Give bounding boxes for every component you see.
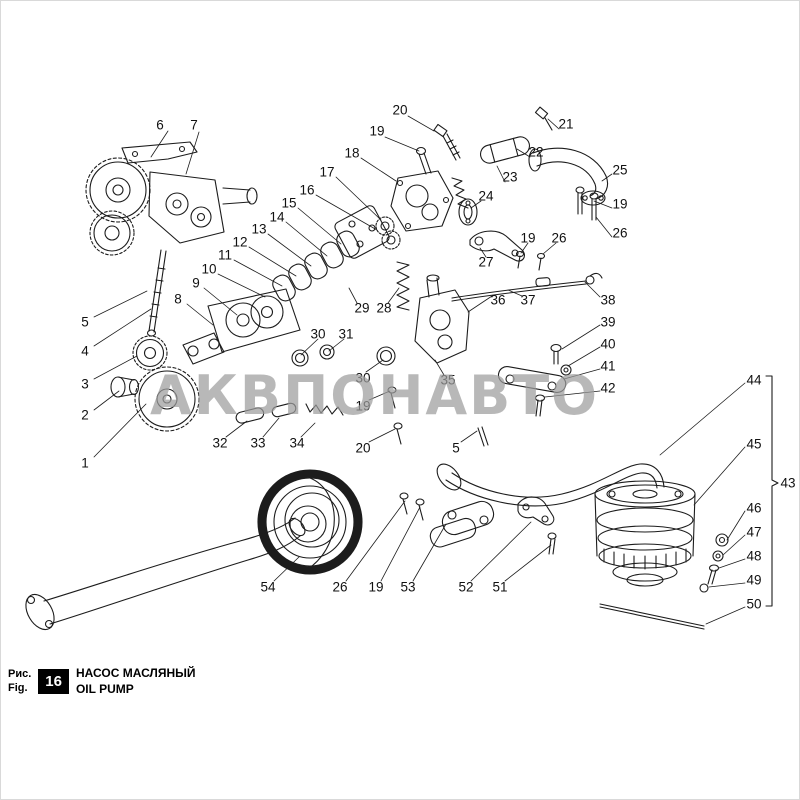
figure-title-ru: НАСОС МАСЛЯНЫЙ — [75, 666, 196, 680]
callout-2: 2 — [81, 407, 89, 423]
bracket-43-drawing — [765, 375, 779, 607]
figure-title-en: OIL PUMP — [75, 681, 134, 696]
figure-number-badge: 16 — [38, 669, 69, 695]
figure-label-ru: Рис. — [8, 667, 32, 680]
callout-45: 45 — [746, 436, 762, 452]
callout-11: 11 — [217, 247, 233, 263]
callout-6: 6 — [156, 117, 164, 133]
callout-3: 3 — [81, 376, 89, 392]
callout-37: 37 — [520, 292, 536, 308]
callout-1: 1 — [81, 455, 89, 471]
callout-19: 19 — [612, 196, 628, 212]
pickup-pipe-drawing — [25, 469, 363, 631]
callout-41: 41 — [600, 358, 616, 374]
suction-tube-drawing — [399, 463, 665, 555]
callout-53: 53 — [400, 579, 416, 595]
callout-49: 49 — [746, 572, 762, 588]
callout-21: 21 — [558, 116, 574, 132]
callout-33: 33 — [250, 435, 266, 451]
strainer-assembly-drawing — [594, 480, 729, 630]
callout-26: 26 — [332, 579, 348, 595]
callout-5: 5 — [452, 440, 460, 456]
figure-label-en: Fig. — [8, 681, 28, 694]
callout-43: 43 — [780, 475, 796, 491]
callout-51: 51 — [492, 579, 508, 595]
callout-19: 19 — [368, 579, 384, 595]
callout-16: 16 — [299, 182, 315, 198]
leader-lines — [93, 115, 746, 625]
callout-40: 40 — [600, 336, 616, 352]
callout-32: 32 — [212, 435, 228, 451]
callout-31: 31 — [338, 326, 354, 342]
callout-13: 13 — [251, 221, 267, 237]
callout-22: 22 — [528, 144, 544, 160]
callout-47: 47 — [746, 524, 762, 540]
drive-gears-drawing — [85, 141, 258, 256]
stud-drawing — [146, 249, 167, 337]
callout-52: 52 — [458, 579, 474, 595]
lower-gears-drawing — [110, 335, 200, 432]
callout-26: 26 — [612, 225, 628, 241]
callout-39: 39 — [600, 314, 616, 330]
callout-7: 7 — [190, 117, 198, 133]
callout-25: 25 — [612, 162, 628, 178]
callout-20: 20 — [392, 102, 408, 118]
callout-28: 28 — [376, 300, 392, 316]
callout-5: 5 — [81, 314, 89, 330]
valve-drawing — [235, 274, 572, 447]
callout-12: 12 — [232, 234, 248, 250]
callout-17: 17 — [319, 164, 335, 180]
callout-10: 10 — [201, 261, 217, 277]
callout-26: 26 — [551, 230, 567, 246]
callout-15: 15 — [281, 195, 297, 211]
callout-19: 19 — [520, 230, 536, 246]
figure-labels: Рис. Fig. — [8, 668, 31, 696]
callout-30: 30 — [310, 326, 326, 342]
callout-42: 42 — [600, 380, 616, 396]
callout-24: 24 — [478, 188, 494, 204]
callout-27: 27 — [478, 254, 494, 270]
figure-title-block: Рис. Fig. 16 НАСОС МАСЛЯНЫЙ OIL PUMP — [8, 666, 196, 697]
callout-19: 19 — [369, 123, 385, 139]
callout-29: 29 — [354, 300, 370, 316]
callout-18: 18 — [344, 145, 360, 161]
callout-23: 23 — [502, 169, 518, 185]
callout-19: 19 — [355, 398, 371, 414]
callout-46: 46 — [746, 500, 762, 516]
callout-50: 50 — [746, 596, 762, 612]
callout-36: 36 — [490, 292, 506, 308]
callout-54: 54 — [260, 579, 276, 595]
callout-38: 38 — [600, 292, 616, 308]
figure-titles: НАСОС МАСЛЯНЫЙ OIL PUMP — [76, 666, 196, 697]
callout-8: 8 — [174, 291, 182, 307]
callout-20: 20 — [355, 440, 371, 456]
fittings-drawing — [415, 106, 609, 302]
callout-48: 48 — [746, 548, 762, 564]
callout-9: 9 — [192, 275, 200, 291]
callout-44: 44 — [746, 372, 762, 388]
callout-34: 34 — [289, 435, 305, 451]
callout-14: 14 — [269, 209, 285, 225]
callout-35: 35 — [440, 372, 456, 388]
callout-4: 4 — [81, 343, 89, 359]
callout-30: 30 — [355, 370, 371, 386]
